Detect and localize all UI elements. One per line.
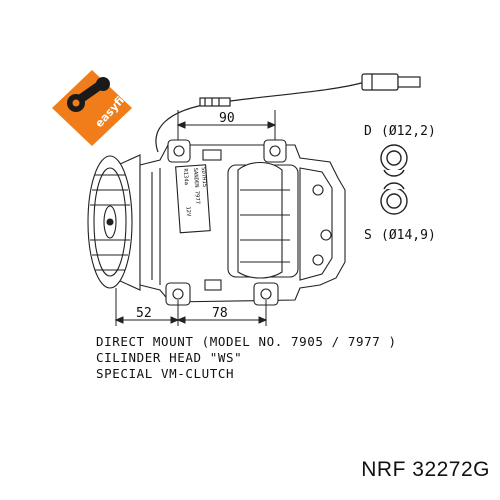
nameplate-line-4: 12V: [185, 206, 192, 217]
dimension-90-label: 90: [219, 111, 235, 126]
port-fittings: [380, 144, 408, 215]
spec-line-cylinder-head: CILINDER HEAD "WS": [96, 350, 243, 365]
connector-cable: [155, 73, 421, 153]
suction-port-inner: [386, 193, 402, 209]
suction-port-label: S: [364, 228, 372, 243]
discharge-port-inner: [386, 150, 402, 166]
dimensions-bottom: [114, 288, 268, 326]
spec-line-mount: DIRECT MOUNT (MODEL NO. 7905 / 7977 ): [96, 334, 397, 349]
wrench-icon: [67, 77, 110, 112]
spec-line-clutch: SPECIAL VM-CLUTCH: [96, 366, 235, 381]
dimension-78-label: 78: [212, 306, 228, 321]
nameplate-line-2: SANDEN 7977: [192, 168, 201, 205]
nameplate-line-3: R134a: [182, 168, 189, 185]
logo-badge: [52, 70, 132, 146]
easyfit-logo: easyfit: [52, 70, 132, 146]
discharge-port-label: D: [364, 124, 372, 139]
dimension-52-label: 52: [136, 306, 152, 321]
nameplate: SD7H15 SANDEN 7977 R134a 12V: [182, 167, 207, 217]
dimension-90: [176, 110, 277, 145]
discharge-port-size: (Ø12,2): [381, 124, 436, 139]
suction-port-size: (Ø14,9): [381, 228, 436, 243]
part-number: NRF 32272G: [361, 458, 490, 481]
clutch-pulley: [87, 154, 141, 291]
compressor-body: [139, 139, 346, 306]
nameplate-line-1: SD7H15: [200, 167, 207, 187]
